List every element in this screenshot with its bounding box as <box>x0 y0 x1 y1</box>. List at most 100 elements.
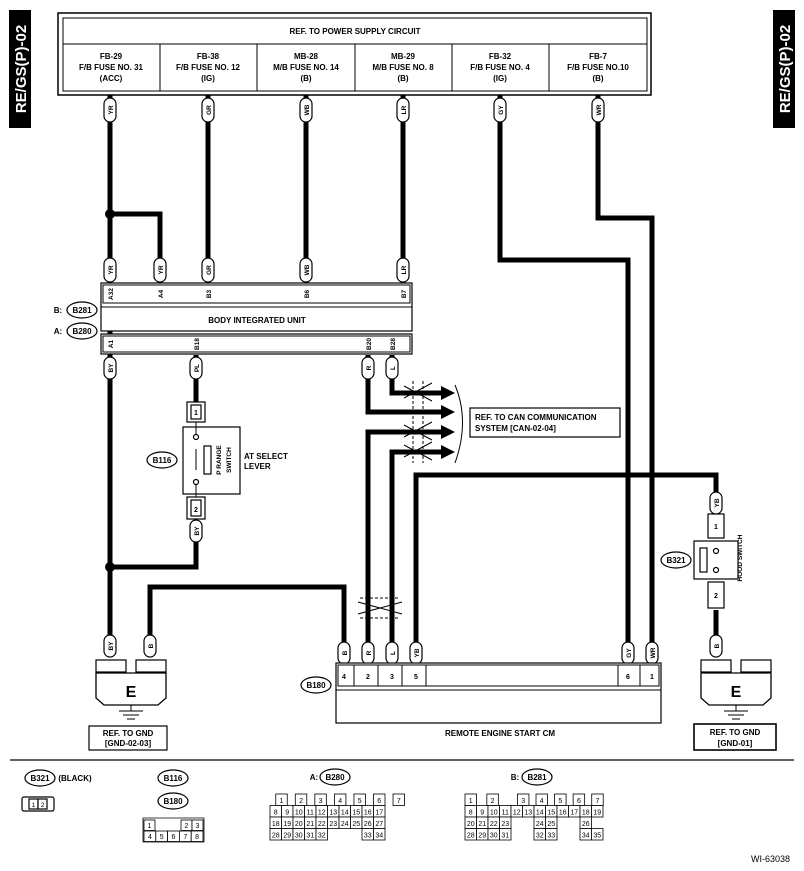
pin-number: 23 <box>329 821 337 828</box>
wire-color-tag: WB <box>299 97 313 123</box>
wire-color-label: WB <box>304 264 311 275</box>
fuse-line-1: FB-7 <box>589 52 607 61</box>
cm-pin-labels: 4 2 3 5 6 1 <box>342 674 654 681</box>
pin-number: 21 <box>306 821 314 828</box>
pin-number: 1 <box>469 798 473 805</box>
wire-color-tag: WR <box>591 97 605 123</box>
legend-connector-id: B180 <box>163 797 183 806</box>
wire-color-label: WB <box>304 104 311 115</box>
right-side-tab-label: RE/GS(P)-02 <box>777 25 794 113</box>
legend-connector-id: B116 <box>164 774 183 783</box>
ground-symbol: E <box>731 684 742 701</box>
pin-label: B28 <box>390 338 397 350</box>
legend-pin: 1 <box>32 802 36 809</box>
pin-cell <box>499 828 512 841</box>
wire-color-label: YR <box>108 105 115 114</box>
pin-label: A1 <box>108 339 115 348</box>
wire-color-tag: B <box>709 634 723 658</box>
power-supply-box: REF. TO POWER SUPPLY CIRCUIT FB-29 F/B F… <box>57 12 652 96</box>
can-ref-line-1: REF. TO CAN COMMUNICATION <box>475 413 597 422</box>
fuse-line-3: (ACC) <box>100 74 123 83</box>
pin-cell <box>315 828 328 841</box>
pin-number: 23 <box>501 821 509 828</box>
switch-label-1: P RANGE <box>216 445 223 475</box>
pin-number: 17 <box>375 810 383 817</box>
wire-color-label: L <box>390 366 397 370</box>
pin-label: 1 <box>194 410 198 417</box>
pin-number: 26 <box>582 821 590 828</box>
wire-color-label: PL <box>194 364 201 372</box>
left-side-tab: RE/GS(P)-02 <box>9 10 31 128</box>
pin-cell <box>143 819 156 831</box>
wire-labels: YR GR WB LR GY WR YR YR GR WB LR BY PL R… <box>103 97 723 665</box>
pin-number: 28 <box>467 833 475 840</box>
wire-color-tag: BY <box>189 519 203 543</box>
wire-color-tag: R <box>361 641 375 665</box>
pin-number: 2 <box>185 823 189 830</box>
pin-number: 19 <box>283 821 291 828</box>
wire-color-label: LR <box>401 105 408 114</box>
pin-labels-bottom: A1 B18 B20 B28 <box>108 338 397 350</box>
wire-color-tag: WB <box>299 257 313 283</box>
wire-color-label: GR <box>206 105 213 115</box>
pin-number: 14 <box>536 810 544 817</box>
wire-color-label: BY <box>194 526 201 536</box>
pin-label: 2 <box>366 674 370 681</box>
pin-number: 17 <box>570 810 578 817</box>
pin-number: 20 <box>295 821 303 828</box>
figure-id: WI-63038 <box>751 854 790 864</box>
pin-number: 9 <box>285 810 289 817</box>
b180-outline <box>142 817 205 843</box>
legend-b321: B321 (BLACK) 1 2 <box>21 769 92 812</box>
switch-caption-1: AT SELECT <box>244 452 288 461</box>
pin-number: 25 <box>352 821 360 828</box>
cm-connector-id: B180 <box>306 681 326 690</box>
legend-prefix: B: <box>511 773 519 782</box>
power-supply-title: REF. TO POWER SUPPLY CIRCUIT <box>290 27 421 36</box>
pin-number: 1 <box>280 798 284 805</box>
pin-number: 7 <box>183 834 187 841</box>
wire-color-tag: LR <box>396 257 410 283</box>
wire-color-label: WR <box>596 104 603 115</box>
switch-caption-2: LEVER <box>244 462 271 471</box>
pin-number: 33 <box>364 833 372 840</box>
pin-number: 29 <box>283 833 291 840</box>
fuse-line-2: F/B FUSE NO. 31 <box>79 63 144 72</box>
ground-right: E REF. TO GND [GND-01] <box>693 659 777 751</box>
pin-number: 12 <box>513 810 521 817</box>
pin-label: 1 <box>714 524 718 531</box>
pin-label: A32 <box>108 288 115 300</box>
fuse-cell: FB-7 F/B FUSE NO.10 (B) <box>567 52 629 83</box>
pin-number: 7 <box>596 798 600 805</box>
can-reference-box: REF. TO CAN COMMUNICATION SYSTEM [CAN-02… <box>469 407 621 438</box>
wire-color-tag: GY <box>493 97 507 123</box>
pin-number: 4 <box>148 834 152 841</box>
pin-number: 15 <box>547 810 555 817</box>
pin-number: 14 <box>341 810 349 817</box>
pin-number: 13 <box>329 810 337 817</box>
ground-ref-line-2: [GND-01] <box>718 739 753 748</box>
pin-labels-top: A32 A4 B3 B6 B7 <box>108 288 408 300</box>
legend-prefix: A: <box>310 773 318 782</box>
fuse-line-3: (B) <box>592 74 603 83</box>
pin-number: 11 <box>307 810 314 817</box>
body-unit-label: BODY INTEGRATED UNIT <box>208 316 306 325</box>
wire-color-label: B <box>714 643 721 648</box>
fuse-cell: MB-29 M/B FUSE NO. 8 (B) <box>372 52 434 83</box>
wire-color-tag: B <box>337 641 351 665</box>
pin-cell <box>545 828 558 841</box>
wire-color-tag: B <box>143 634 157 658</box>
hood-switch-label: HOOD SWITCH <box>737 534 744 581</box>
pin-number: 22 <box>490 821 498 828</box>
pin-number: 25 <box>547 821 555 828</box>
pin-cell <box>191 819 204 831</box>
pin-label: 1 <box>650 674 654 681</box>
pin-label: B18 <box>194 338 201 350</box>
pin-number: 3 <box>521 798 525 805</box>
wire-color-tag: PL <box>189 356 203 380</box>
ground-left: E REF. TO GND [GND-02-03] <box>88 659 168 751</box>
